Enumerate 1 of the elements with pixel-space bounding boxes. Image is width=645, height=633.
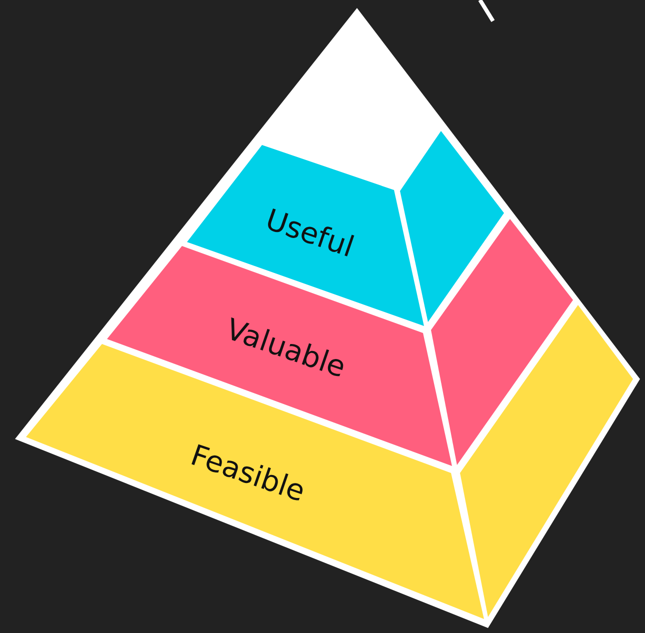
level-label: Useful xyxy=(262,202,358,264)
